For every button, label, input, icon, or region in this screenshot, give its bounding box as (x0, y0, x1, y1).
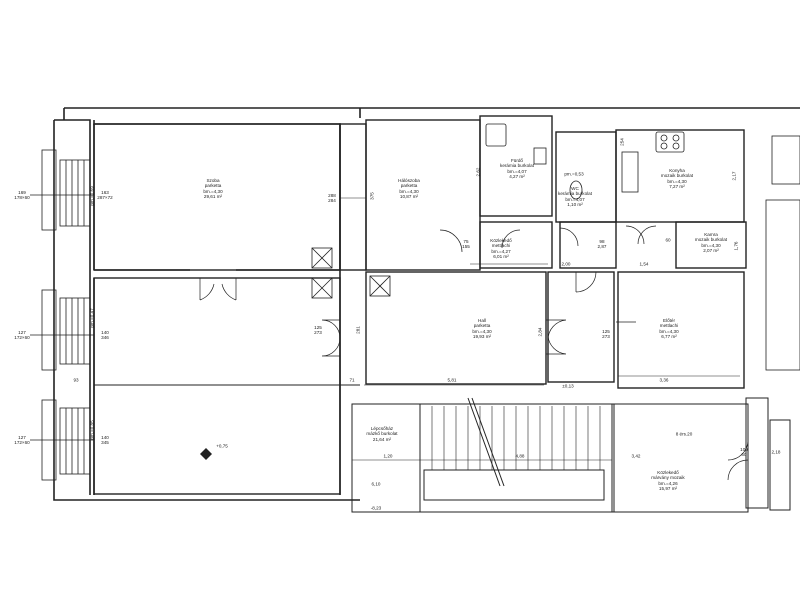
level-main: +0,75 (216, 443, 228, 449)
dim-610: 6,10 (371, 481, 381, 487)
stair-treads (431, 406, 601, 470)
dim-581: 5,81 (447, 377, 457, 383)
dimension-lines (340, 197, 740, 461)
fixtures (485, 123, 800, 371)
stair-hall (351, 397, 749, 513)
exterior-walls (53, 107, 800, 501)
door-swings (199, 225, 749, 481)
dim-176: 1,76 (733, 241, 739, 251)
room-label-halo: Hálószoba parketta bm.=4,30 10,87 m² (398, 178, 420, 200)
dim-262: 2,62 (475, 167, 481, 177)
dim-pm-d: pm.=0,53 (564, 171, 584, 177)
dim-200: 2,00 (561, 261, 571, 267)
dim-375: 375 (369, 192, 375, 200)
room-label-wc: WC kerámia burkolat bm.=4,07 1,10 m² (558, 186, 592, 208)
dim-281: 281 (355, 326, 361, 334)
level-marker (200, 448, 212, 460)
room-label-hall: Hall parketta bm.=4,30 19,93 m² (472, 318, 492, 340)
dim-pm-b: pm.=0,47 (89, 308, 95, 328)
dim-pm-a: pm.=0,69 (89, 186, 95, 206)
dim-154: 1,54 (639, 261, 649, 267)
west-windows (30, 149, 94, 481)
stair-label: 8 érs.20 (675, 431, 693, 437)
dim-71: 71 (349, 377, 355, 383)
room-label-kozlekedo-2: Közlekedő márvány mozaik bm.=4,26 15,97 … (651, 470, 685, 492)
room-label-eloter: Előtér mettlachi bm.=4,30 6,77 m² (659, 318, 679, 340)
room-label-kamra: Kamra mozaik burkolat bm.=4,30 2,07 m² (694, 232, 728, 254)
dim-342: 3,42 (631, 453, 641, 459)
central-walls (339, 115, 747, 389)
dim-823: -8,23 (370, 505, 382, 511)
dim-60: 60 (665, 237, 671, 243)
dim-217: 2,17 (731, 171, 737, 181)
room-label-konyha: Konyha mozaik burkolat bm.=4,30 7,27 m² (660, 168, 694, 190)
shafts (311, 247, 391, 299)
dim-pm-c: pm.=0,85 (89, 420, 95, 440)
room-label-szoba: Szoba parketta bm.=4,30 29,61 m² (203, 178, 223, 200)
dim-218: 2,18 (771, 449, 781, 455)
dim-120: 1,20 (383, 453, 393, 459)
dim-254: 254 (619, 138, 625, 146)
dim-336: 3,36 (659, 377, 669, 383)
dim-284b: 2,84 (537, 327, 543, 337)
room-label-furdo: Fürdő kerámia burkolat bm.=4,07 4,27 m² (500, 158, 534, 180)
room-label-lepcsohaz: Lépcsőház mázkő burkolat 21,64 m² (366, 426, 398, 442)
room-label-kozlekedo: Közlekedő mettlachi bm.=4,27 6,01 m² (490, 238, 512, 260)
level-stair: ±0,13 (562, 383, 574, 389)
dim-93: 93 (73, 377, 79, 383)
east-wing (745, 397, 791, 511)
dim-488: 4,88 (515, 453, 525, 459)
